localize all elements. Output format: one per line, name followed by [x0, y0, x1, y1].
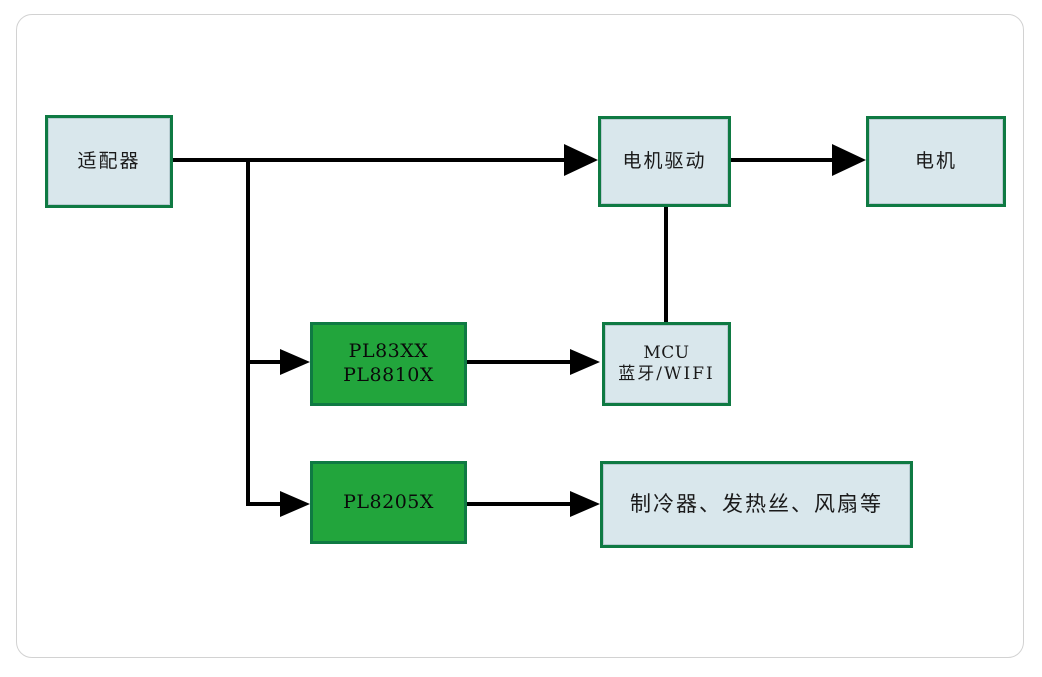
connector-trunk-to-pl8205x-arrowhead: [280, 491, 310, 517]
node-loads[interactable]: 制冷器、发热丝、风扇等: [600, 461, 913, 548]
node-pl8205x[interactable]: PL8205X: [310, 461, 467, 544]
connector-pl8205x-to-loads-line: [467, 502, 572, 506]
connector-adapter-trunk-vertical: [246, 158, 250, 506]
connector-pl83xx-to-mcu-line: [467, 360, 572, 364]
connector-pl83xx-to-mcu-arrowhead: [570, 349, 600, 375]
node-pl83xx-label-line2: PL8810X: [343, 364, 434, 386]
connector-trunk-to-pl83xx-arrowhead: [280, 349, 310, 375]
node-pl83xx-label-line1: PL83XX: [348, 340, 429, 363]
connector-trunk-to-pl83xx-line: [246, 360, 286, 364]
connector-motor-driver-to-motor-arrowhead: [832, 144, 866, 176]
node-pl83xx[interactable]: PL83XX PL8810X: [310, 322, 467, 406]
node-mcu-label-line1: MCU: [643, 342, 690, 363]
connector-adapter-to-motor-driver-line: [173, 158, 566, 162]
outer-rounded-frame: [16, 14, 1024, 658]
node-motor[interactable]: 电机: [866, 116, 1006, 207]
connector-adapter-to-motor-driver-arrowhead: [564, 144, 598, 176]
connector-motor-driver-to-motor-line: [731, 158, 836, 162]
node-motor-driver[interactable]: 电机驱动: [598, 116, 731, 207]
node-adapter[interactable]: 适配器: [45, 115, 173, 208]
connector-pl8205x-to-loads-arrowhead: [570, 491, 600, 517]
node-pl8205x-label: PL8205X: [343, 490, 434, 513]
node-adapter-label: 适配器: [77, 149, 141, 172]
node-loads-label: 制冷器、发热丝、风扇等: [630, 492, 883, 517]
connector-trunk-to-pl8205x-line: [246, 502, 286, 506]
node-motor-driver-label: 电机驱动: [622, 149, 707, 172]
node-motor-label: 电机: [914, 149, 957, 172]
connector-motor-driver-to-mcu-line: [664, 205, 668, 324]
node-mcu[interactable]: MCU 蓝牙/WIFI: [602, 322, 731, 406]
node-mcu-label-line2: 蓝牙/WIFI: [618, 364, 715, 384]
